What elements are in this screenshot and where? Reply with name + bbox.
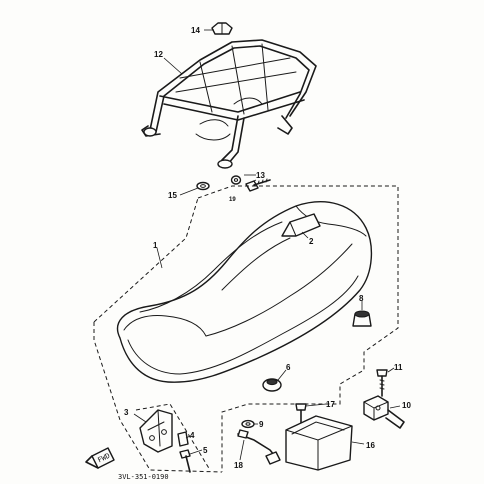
damper-8 bbox=[352, 310, 372, 327]
callout-11: 11 bbox=[394, 363, 403, 372]
figure-code: 3VL-351-0190 bbox=[118, 473, 169, 481]
callout-12: 12 bbox=[154, 50, 163, 59]
bushing-4 bbox=[177, 431, 189, 447]
callout-19: 19 bbox=[229, 197, 236, 203]
hinge-bracket-3 bbox=[139, 409, 173, 453]
bolt-5 bbox=[179, 449, 191, 473]
seat bbox=[116, 201, 373, 383]
seat-strap bbox=[281, 213, 321, 237]
nut-14 bbox=[211, 22, 233, 35]
callout-6: 6 bbox=[286, 363, 291, 372]
callout-15: 15 bbox=[168, 191, 177, 200]
callout-8: 8 bbox=[359, 294, 364, 303]
leader-lines bbox=[133, 29, 401, 461]
washer-9 bbox=[241, 419, 255, 429]
document-tray-16 bbox=[285, 415, 353, 471]
bolt-17 bbox=[295, 403, 307, 425]
callout-5: 5 bbox=[203, 446, 208, 455]
callout-1: 1 bbox=[153, 241, 158, 250]
callout-17: 17 bbox=[326, 400, 335, 409]
washer-19 bbox=[230, 175, 242, 185]
callout-18: 18 bbox=[234, 461, 243, 470]
bolt-11 bbox=[376, 369, 388, 397]
bolt-13 bbox=[245, 178, 271, 192]
callout-4: 4 bbox=[190, 431, 195, 440]
bracket-boundary bbox=[135, 403, 211, 471]
callout-14: 14 bbox=[191, 26, 200, 35]
seat-lock-10 bbox=[363, 395, 405, 429]
callout-3: 3 bbox=[124, 408, 129, 417]
callout-10: 10 bbox=[402, 401, 411, 410]
callout-2: 2 bbox=[309, 237, 314, 246]
washer-15 bbox=[196, 181, 210, 191]
callout-16: 16 bbox=[366, 441, 375, 450]
damper-6 bbox=[262, 378, 282, 392]
grab-bar-rack bbox=[141, 39, 317, 169]
assembly-boundary bbox=[93, 185, 399, 473]
callout-9: 9 bbox=[259, 420, 264, 429]
callout-13: 13 bbox=[256, 171, 265, 180]
front-direction-tag: FWD bbox=[85, 447, 115, 469]
cable-18 bbox=[237, 429, 281, 465]
